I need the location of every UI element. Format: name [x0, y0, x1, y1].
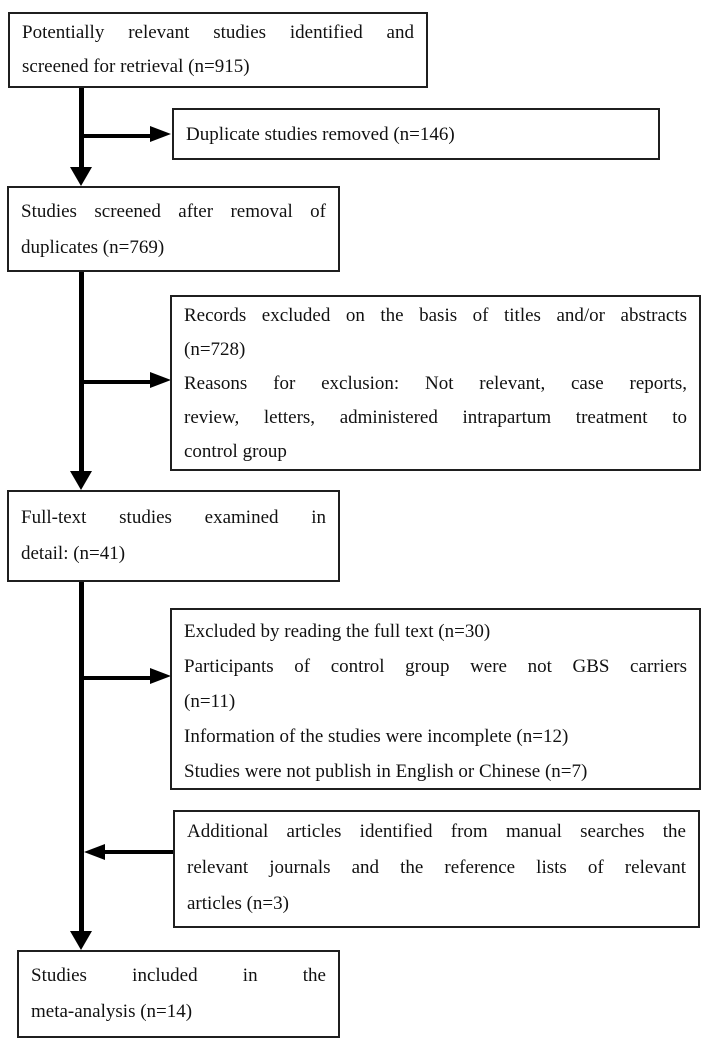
box-text-line: Duplicate studies removed (n=146)	[186, 123, 455, 145]
box-text-line: review, letters, administered intrapartu…	[184, 407, 687, 428]
box-text-line: Records excluded on the basis of titles …	[184, 305, 687, 326]
box-studies-included: Studies included in the meta-analysis (n…	[17, 950, 340, 1038]
box-text-line: Full-text studies examined in	[21, 507, 326, 528]
box-text-line: Participants of control group were not G…	[184, 656, 687, 677]
arrowhead-down-icon	[70, 931, 92, 950]
arrowhead-down-icon	[70, 167, 92, 186]
box-text-line: Excluded by reading the full text (n=30)	[184, 621, 491, 642]
arrowhead-right-icon	[150, 668, 171, 684]
box-text-line: (n=11)	[184, 691, 236, 712]
box-text-line: Information of the studies were incomple…	[184, 726, 569, 747]
box-text-line: control group	[184, 441, 287, 462]
connector-vertical-1	[79, 88, 84, 168]
box-manual-search: Additional articles identified from manu…	[173, 810, 700, 928]
box-text-line: Additional articles identified from manu…	[187, 821, 686, 842]
box-text-line: relevant journals and the reference list…	[187, 857, 686, 878]
box-text-line: screened for retrieval (n=915)	[22, 56, 250, 77]
connector-branch-records-excluded	[81, 380, 151, 384]
arrowhead-left-icon	[84, 844, 105, 860]
box-studies-identified: Potentially relevant studies identified …	[8, 12, 428, 88]
connector-vertical-2	[79, 272, 84, 472]
box-text-line: detail: (n=41)	[21, 543, 126, 564]
connector-branch-fulltext-excluded	[81, 676, 151, 680]
box-fulltext-examined: Full-text studies examined in detail: (n…	[7, 490, 340, 582]
arrowhead-right-icon	[150, 372, 171, 388]
connector-vertical-3	[79, 582, 84, 932]
connector-branch-duplicates	[81, 134, 151, 138]
box-text-line: Potentially relevant studies identified …	[22, 22, 414, 43]
box-text-line: meta-analysis (n=14)	[31, 1001, 193, 1022]
box-records-excluded: Records excluded on the basis of titles …	[170, 295, 701, 471]
box-text-line: (n=728)	[184, 339, 246, 360]
box-text-line: Studies included in the	[31, 965, 326, 986]
box-fulltext-excluded: Excluded by reading the full text (n=30)…	[170, 608, 701, 790]
box-studies-screened: Studies screened after removal of duplic…	[7, 186, 340, 272]
arrowhead-right-icon	[150, 126, 171, 142]
box-text-line: Studies were not publish in English or C…	[184, 761, 588, 782]
box-duplicates-removed: Duplicate studies removed (n=146)	[172, 108, 660, 160]
arrowhead-down-icon	[70, 471, 92, 490]
box-text-line: Studies screened after removal of	[21, 201, 326, 222]
connector-branch-manual-search	[104, 850, 173, 854]
box-text-line: articles (n=3)	[187, 893, 289, 914]
box-text-line: duplicates (n=769)	[21, 237, 165, 258]
box-text-line: Reasons for exclusion: Not relevant, cas…	[184, 373, 687, 394]
